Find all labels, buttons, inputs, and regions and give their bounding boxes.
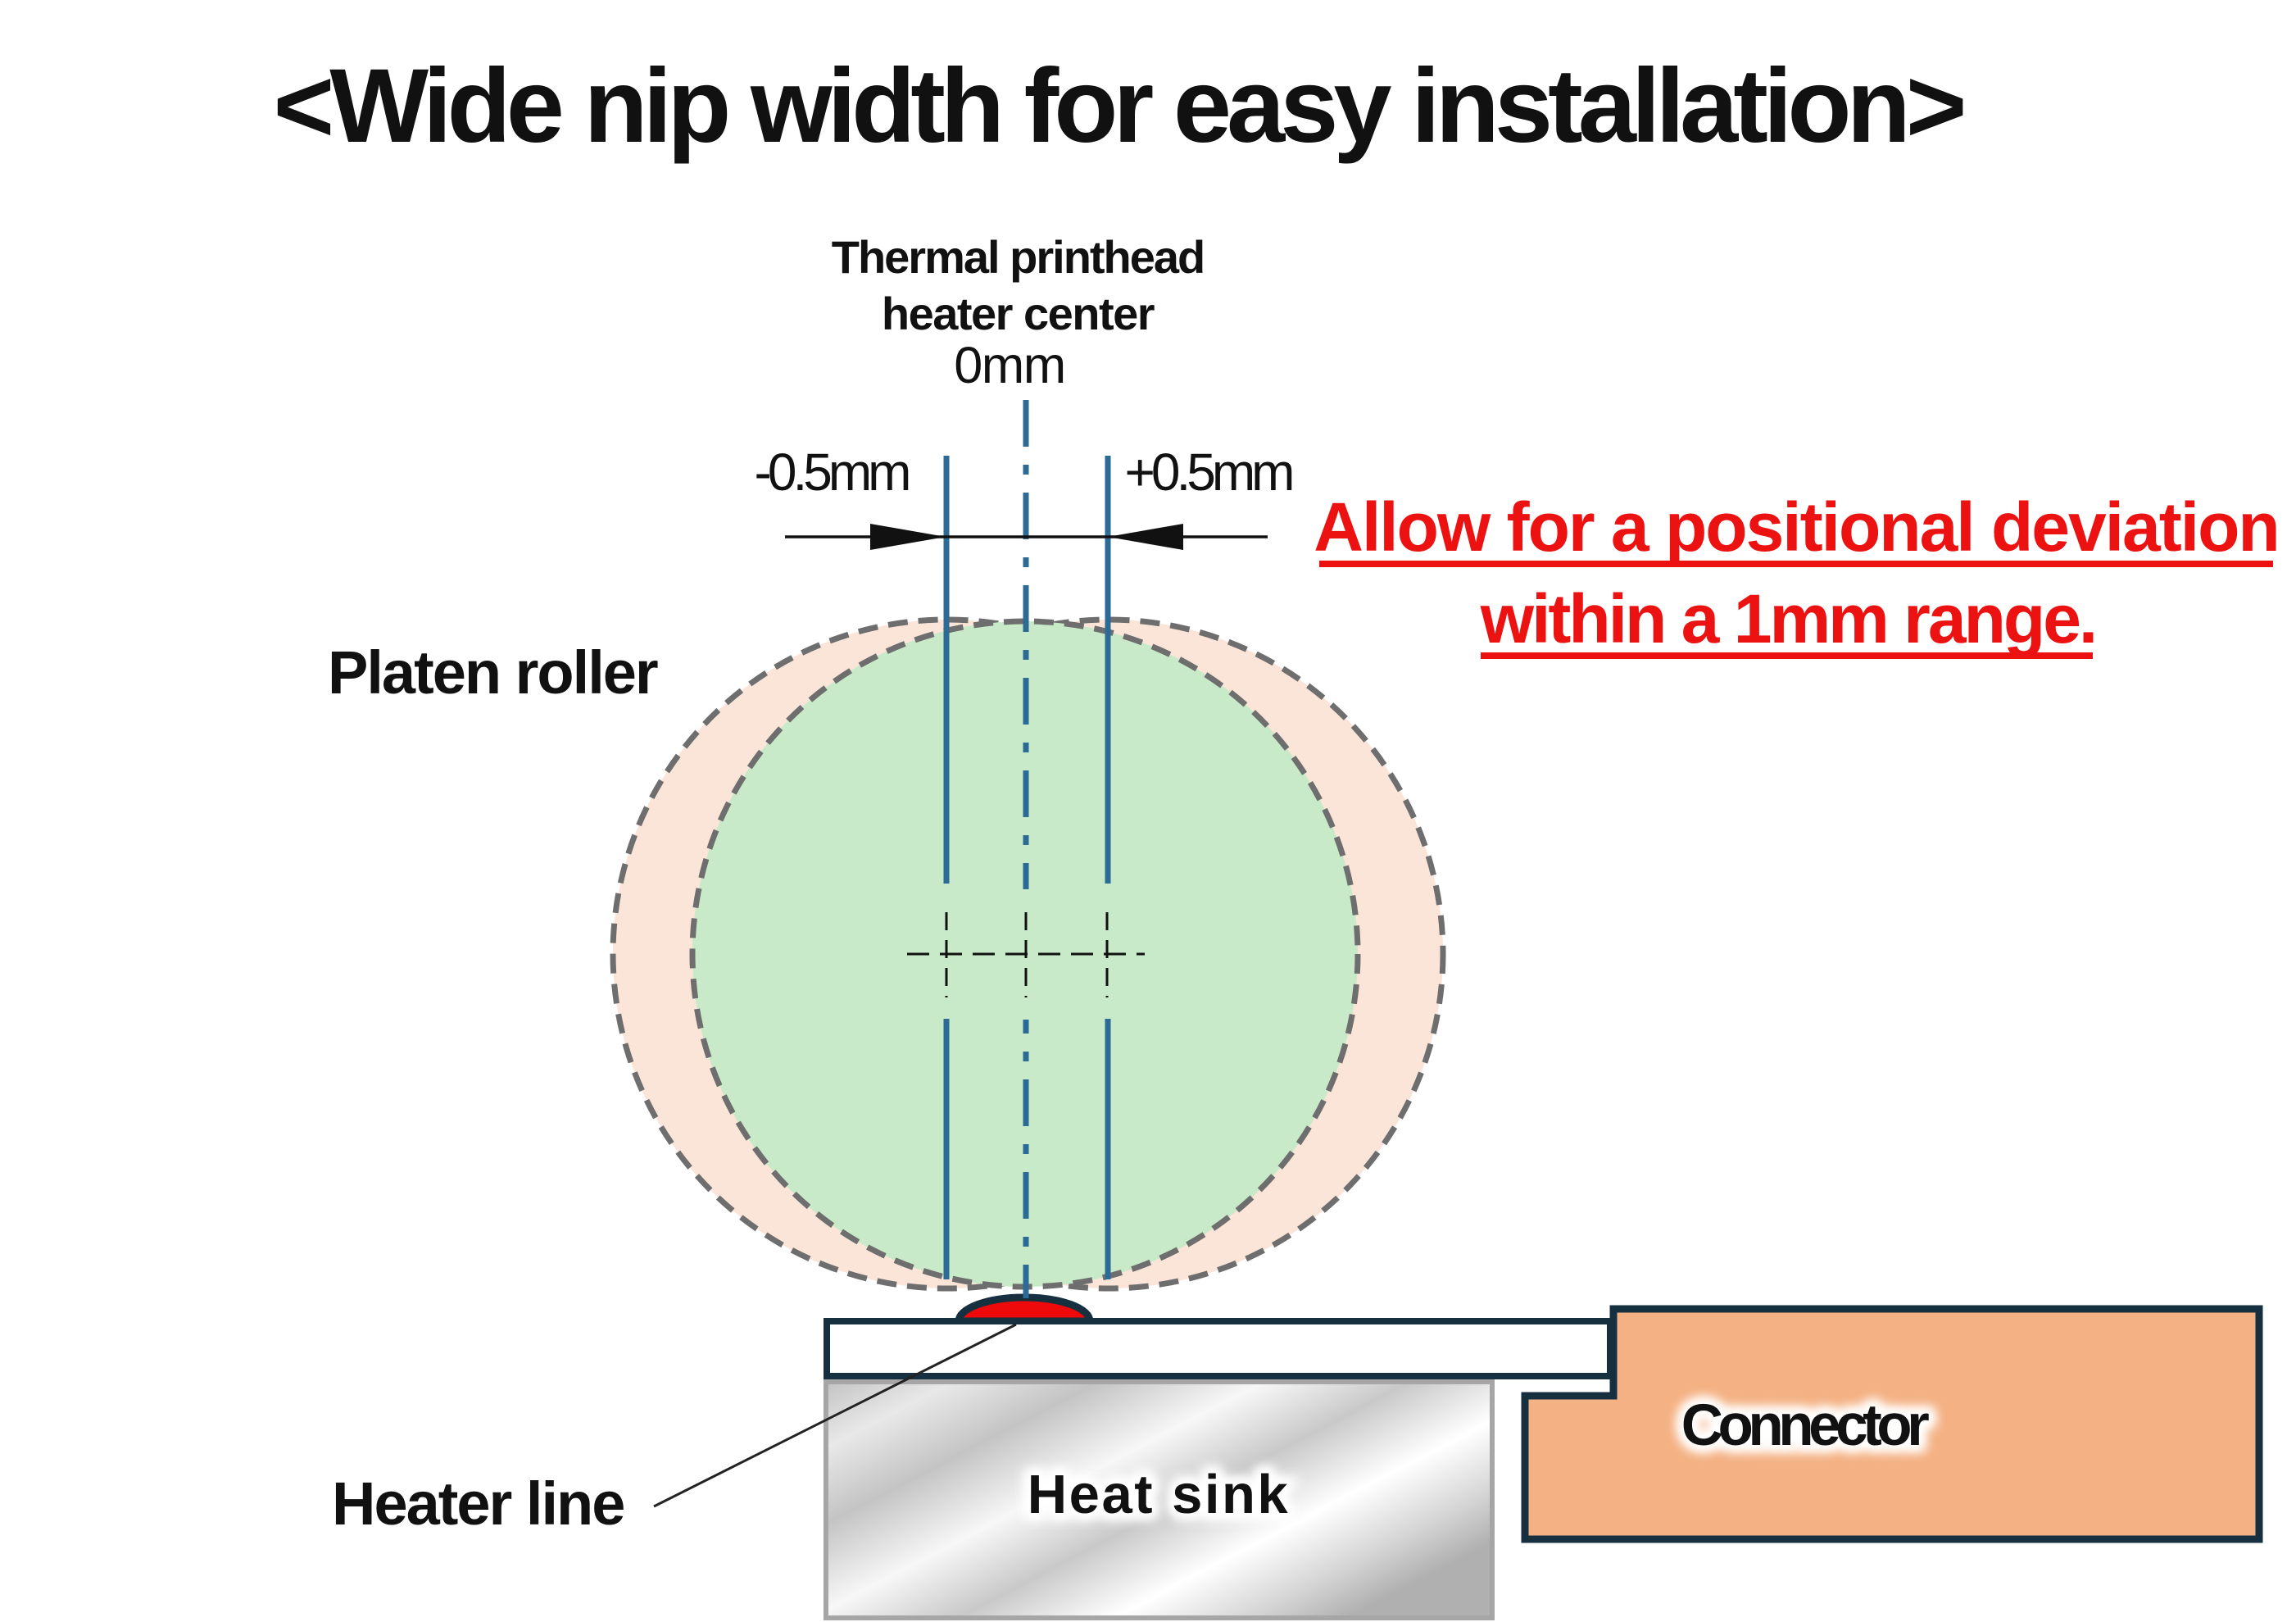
- svg-text:Heat sink: Heat sink: [1028, 1464, 1290, 1525]
- svg-text:Allow for a positional deviati: Allow for a positional deviation: [1314, 488, 2278, 566]
- svg-text:Connector: Connector: [1681, 1393, 1929, 1458]
- svg-text:within a 1mm range.: within a 1mm range.: [1480, 580, 2096, 657]
- svg-text:Platen roller: Platen roller: [328, 638, 658, 707]
- svg-text:heater center: heater center: [882, 288, 1155, 339]
- svg-text:Connector: Connector: [1681, 1393, 1929, 1458]
- svg-text:-0.5mm: -0.5mm: [755, 443, 910, 502]
- svg-text:<Wide nip width for easy insta: <Wide nip width for easy installation>: [274, 48, 1963, 165]
- svg-text:Connector: Connector: [1681, 1393, 1929, 1458]
- svg-text:0mm: 0mm: [954, 337, 1065, 394]
- svg-text:Thermal printhead: Thermal printhead: [832, 231, 1205, 283]
- svg-text:Heat sink: Heat sink: [1028, 1464, 1290, 1525]
- svg-text:+0.5mm: +0.5mm: [1125, 443, 1293, 502]
- svg-text:Heater line: Heater line: [332, 1470, 624, 1538]
- svg-text:Heat sink: Heat sink: [1028, 1464, 1290, 1525]
